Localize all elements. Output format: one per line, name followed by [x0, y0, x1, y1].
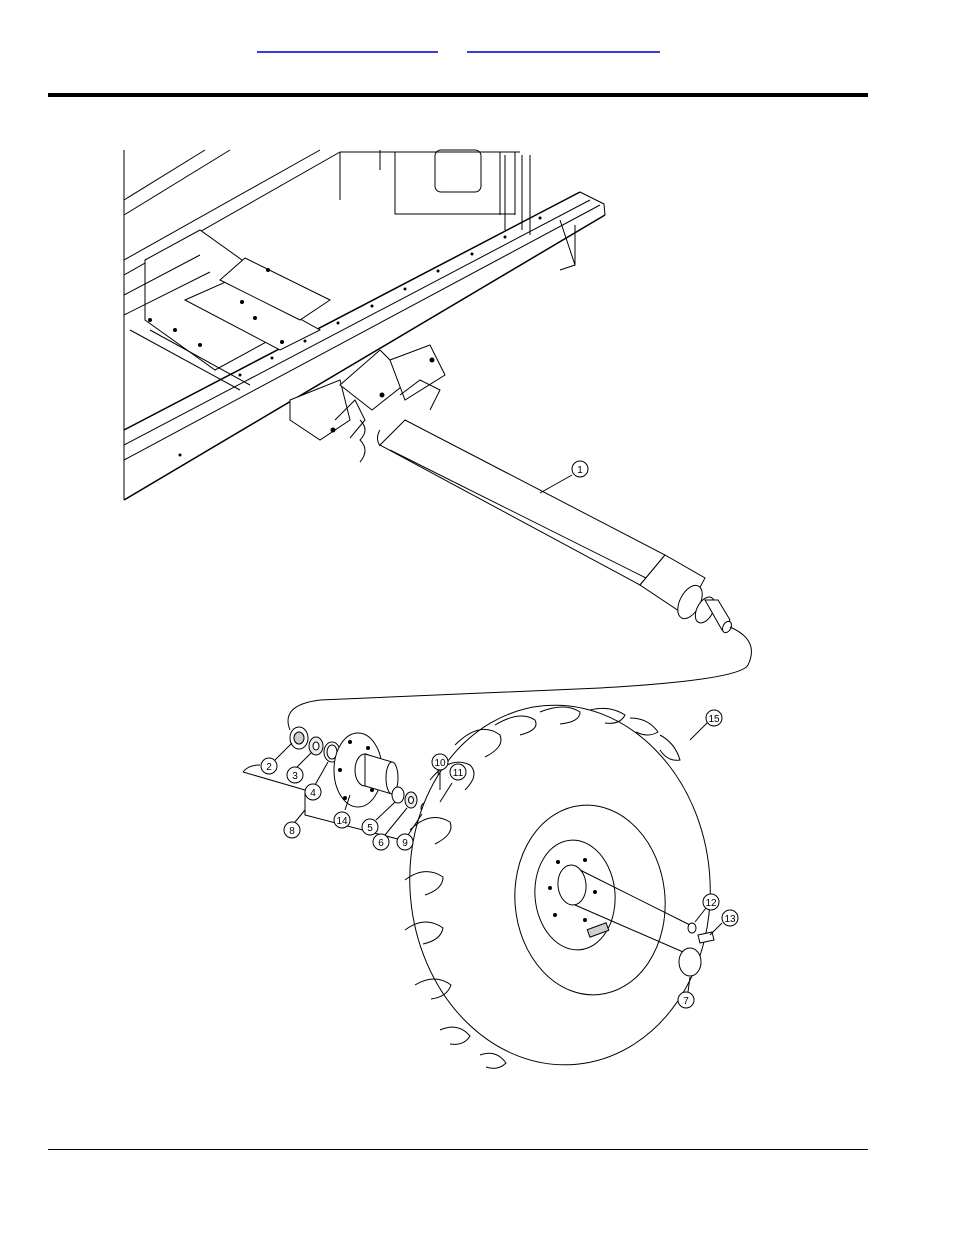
footer-rule [48, 1149, 868, 1150]
callout-1-label: 1 [577, 465, 583, 476]
callout-4-label: 4 [310, 788, 316, 799]
callout-6: 6 [373, 834, 389, 850]
callout-8-label: 8 [289, 826, 295, 837]
callout-8: 8 [284, 822, 300, 838]
callout-15-label: 15 [708, 714, 720, 725]
callout-4: 4 [305, 784, 321, 800]
callout-14: 14 [334, 812, 350, 828]
callout-7: 7 [678, 992, 694, 1008]
callout-6-label: 6 [378, 838, 384, 849]
callout-3: 3 [287, 767, 303, 783]
callout-12: 12 [703, 894, 719, 910]
callout-3-label: 3 [292, 771, 298, 782]
callout-13: 13 [722, 910, 738, 926]
callout-5-label: 5 [367, 823, 373, 834]
callout-9-label: 9 [402, 838, 408, 849]
callout-10-label: 10 [434, 758, 446, 769]
callout-10: 10 [432, 754, 448, 770]
frame-drawing [124, 150, 605, 500]
callout-11: 11 [450, 764, 466, 780]
callout-15: 15 [706, 710, 722, 726]
callout-1: 1 [572, 461, 588, 477]
callout-11-label: 11 [453, 768, 464, 779]
wheel-tire [395, 693, 725, 1078]
callout-9: 9 [397, 834, 413, 850]
callout-13-label: 13 [724, 914, 736, 925]
callout-2-label: 2 [266, 762, 272, 773]
callout-12-label: 12 [705, 898, 717, 909]
axle-tube [288, 420, 751, 730]
callout-5: 5 [362, 819, 378, 835]
callout-14-label: 14 [336, 816, 348, 827]
callout-2: 2 [261, 758, 277, 774]
callout-7-label: 7 [683, 996, 689, 1007]
